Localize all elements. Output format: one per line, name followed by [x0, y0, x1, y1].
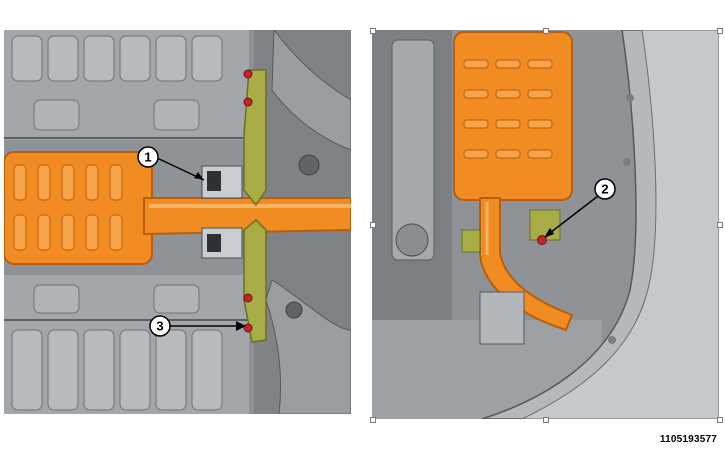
isolator-mounts	[201, 165, 243, 259]
selection-handle-top-center[interactable]	[543, 28, 549, 34]
tailpipe	[479, 197, 574, 332]
rear-bumper	[481, 30, 719, 419]
left-underbody-view: 1 3	[4, 30, 351, 414]
selection-handle-bottom-left[interactable]	[370, 417, 376, 423]
selection-handle-middle-right[interactable]	[717, 222, 723, 228]
selection-handle-bottom-right[interactable]	[717, 417, 723, 423]
callout-2: 2	[594, 178, 616, 200]
selection-handle-top-left[interactable]	[370, 28, 376, 34]
selection-handle-middle-left[interactable]	[370, 222, 376, 228]
floor-pan-upper	[4, 30, 249, 140]
module	[479, 291, 525, 345]
callout-2-label: 2	[601, 182, 608, 197]
callout-3-label: 3	[156, 319, 163, 334]
exhaust-pipe	[143, 197, 351, 236]
leader-arrow-2	[544, 228, 554, 238]
callout-3: 3	[149, 315, 171, 337]
left-underbody-illustration: 1 3	[4, 30, 351, 414]
right-underbody-illustration: 2	[372, 30, 719, 419]
selection-handle-top-right[interactable]	[717, 28, 723, 34]
selection-handle-bottom-center[interactable]	[543, 417, 549, 423]
hanger-bracket	[461, 209, 561, 253]
leader-arrow-1	[194, 172, 204, 180]
muffler	[4, 151, 153, 265]
figure-id: 1105193577	[659, 434, 717, 445]
muffler	[453, 31, 573, 201]
leader-line-2	[545, 195, 599, 237]
leader-arrow-3	[236, 321, 246, 331]
callout-1-label: 1	[144, 150, 151, 165]
floor-pan-lower	[4, 275, 249, 414]
right-underbody-view: 2	[372, 30, 719, 419]
callout-1: 1	[137, 146, 159, 168]
